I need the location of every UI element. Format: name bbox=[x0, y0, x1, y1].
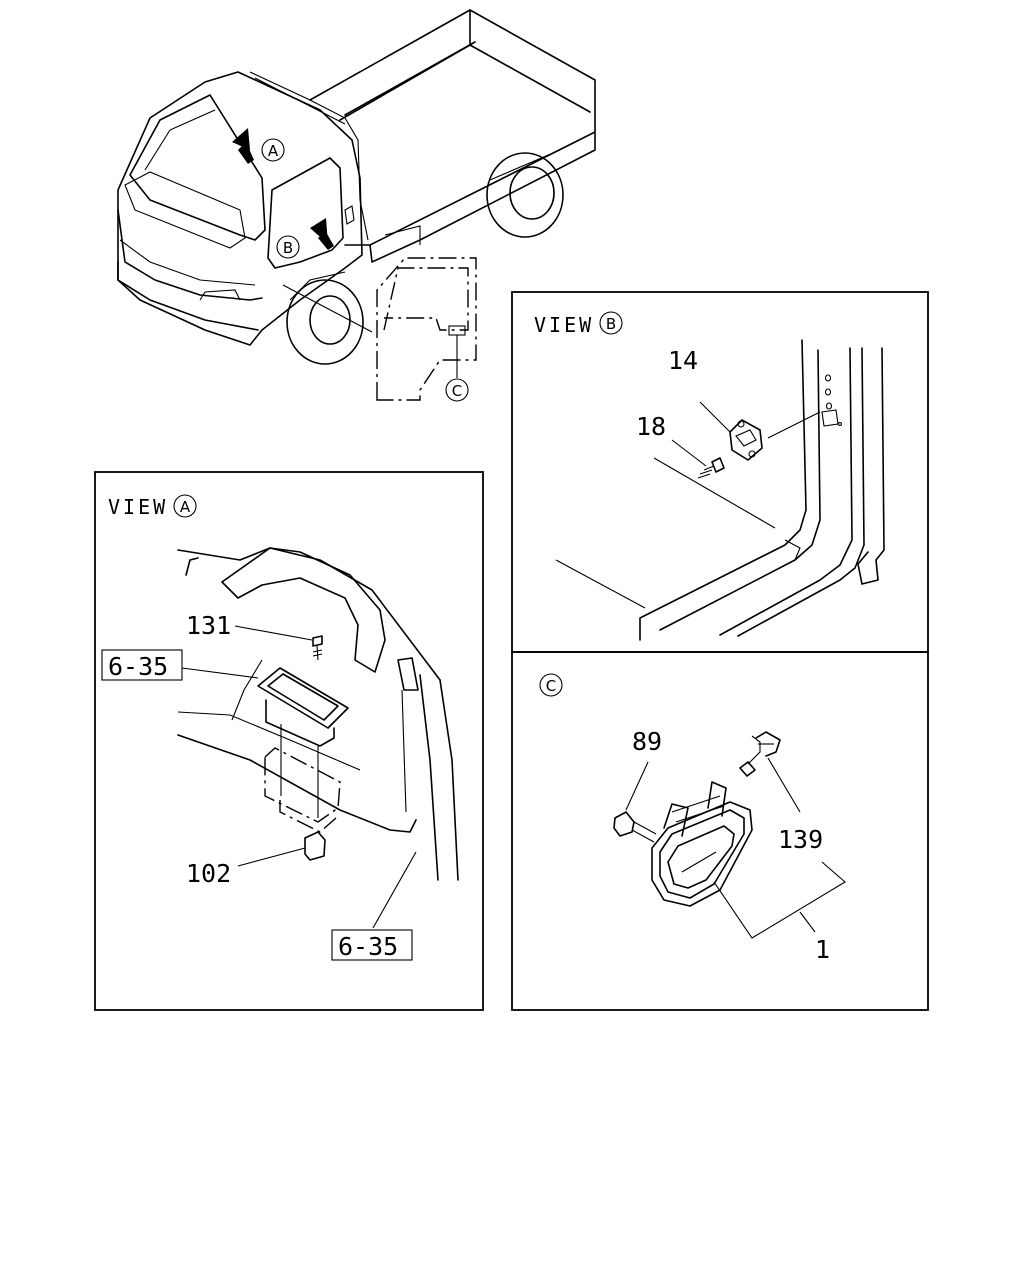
truck-overview: A B C bbox=[117, 9, 596, 402]
ref-6-35-bottom: 6-35 bbox=[338, 932, 398, 961]
view-c-panel: C 89 139 1 bbox=[511, 651, 929, 1011]
view-a-title: VIEW bbox=[108, 495, 168, 519]
view-c-letter: C bbox=[546, 677, 556, 695]
part-89-label: 89 bbox=[632, 727, 662, 756]
part-1-label: 1 bbox=[815, 935, 830, 964]
part-18-label: 18 bbox=[636, 412, 666, 441]
view-b-letter: B bbox=[606, 315, 616, 333]
view-a-panel: VIEW A 131 6-35 1 bbox=[94, 471, 484, 1011]
ref-6-35-top: 6-35 bbox=[108, 652, 168, 681]
part-131-label: 131 bbox=[186, 611, 231, 640]
part-102-label: 102 bbox=[186, 859, 231, 888]
callout-b: B bbox=[283, 239, 293, 257]
view-b-panel: VIEW B 14 18 bbox=[511, 291, 929, 653]
callout-c: C bbox=[452, 382, 462, 400]
view-a-letter: A bbox=[180, 498, 191, 516]
view-b-title: VIEW bbox=[534, 313, 594, 337]
part-14-label: 14 bbox=[668, 346, 698, 375]
part-139-label: 139 bbox=[778, 825, 823, 854]
callout-a: A bbox=[268, 142, 279, 160]
